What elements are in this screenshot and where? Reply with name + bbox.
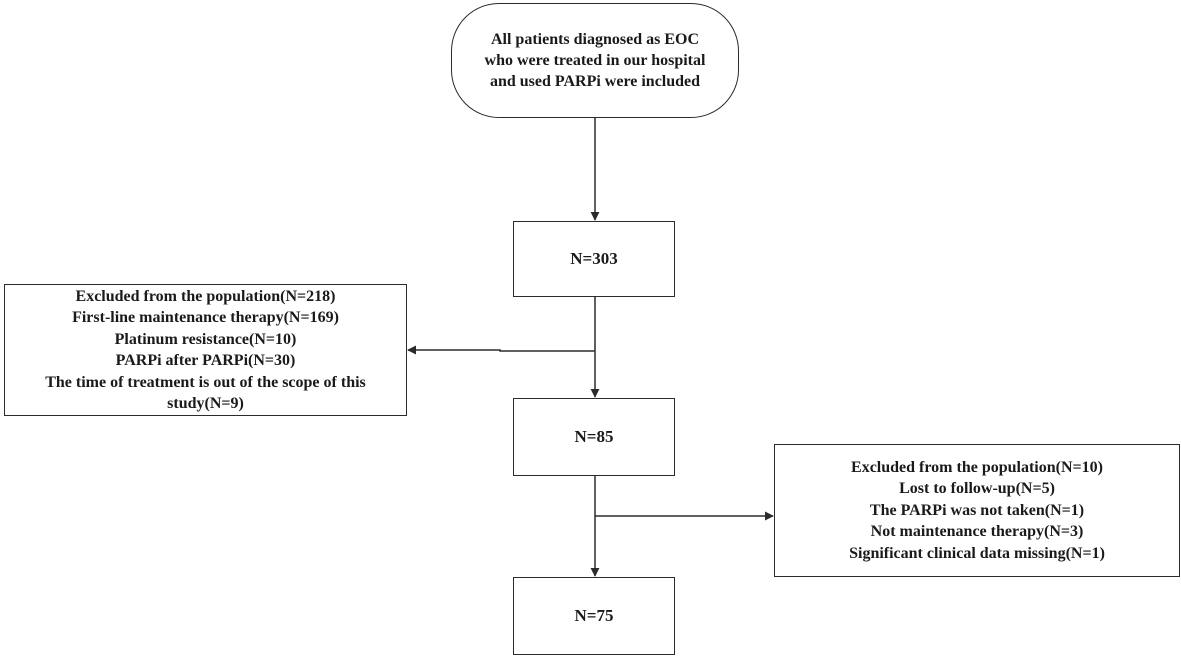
- exclusion-1-line-6: study(N=9): [167, 395, 244, 412]
- n85-label: N=85: [574, 427, 614, 446]
- exclusion-1-line-3: Platinum resistance(N=10): [114, 330, 297, 348]
- exclusion-2-line-3: The PARPi was not taken(N=1): [869, 501, 1085, 519]
- n75-node: N=75: [513, 577, 675, 655]
- exclusion-1-line-2: First-line maintenance therapy(N=169): [72, 309, 339, 326]
- exclusion-2-node: Excluded from the population(N=10) Lost …: [774, 444, 1180, 577]
- n303-label: N=303: [570, 249, 618, 268]
- exclusion-2-line-2: Lost to follow-up(N=5): [899, 480, 1055, 498]
- exclusion-2-line-5: Significant clinical data missing(N=1): [849, 544, 1105, 562]
- exclusion-2-line-4: Not maintenance therapy(N=3): [870, 523, 1084, 541]
- start-line-2: who were treated in our hospital: [484, 52, 706, 69]
- n85-node: N=85: [513, 398, 675, 476]
- n303-node: N=303: [513, 221, 675, 297]
- exclusion-1-line-5: The time of treatment is out of the scop…: [45, 373, 366, 391]
- exclusion-1-line-4: PARPi after PARPi(N=30): [115, 352, 296, 369]
- arrow-branch-to-exclusion-1: [407, 345, 595, 355]
- exclusion-1-node: Excluded from the population(N=218) Firs…: [4, 284, 407, 416]
- n75-label: N=75: [574, 606, 614, 625]
- start-line-3: and used PARPi were included: [489, 73, 701, 90]
- exclusion-2-line-1: Excluded from the population(N=10): [851, 458, 1103, 476]
- exclusion-1-line-1: Excluded from the population(N=218): [75, 287, 336, 305]
- start-line-1: All patients diagnosed as EOC: [490, 31, 700, 48]
- start-node: All patients diagnosed as EOC who were t…: [451, 3, 739, 118]
